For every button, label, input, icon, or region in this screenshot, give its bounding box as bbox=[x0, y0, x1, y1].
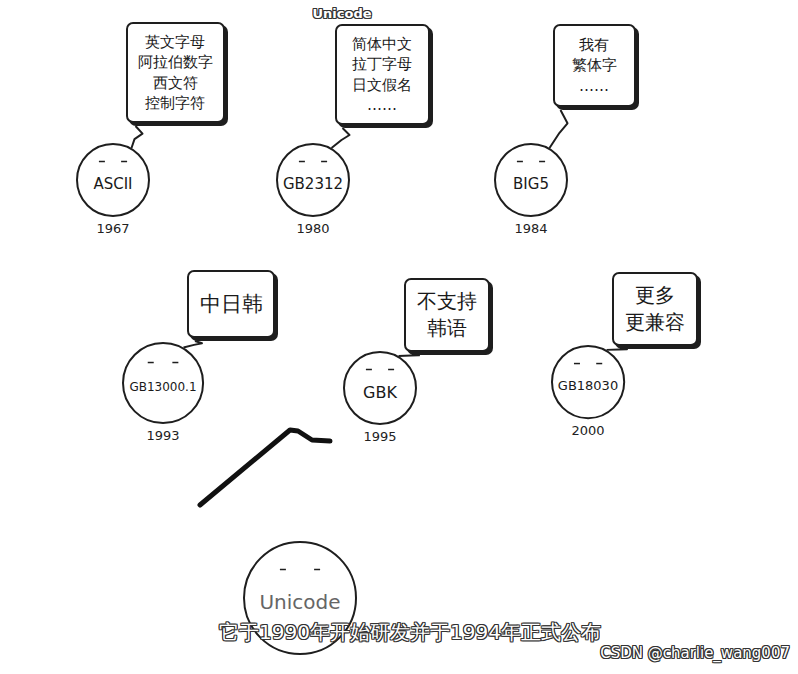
eye bbox=[321, 161, 327, 163]
year-label: 1993 bbox=[146, 428, 179, 443]
eye bbox=[596, 363, 602, 365]
speech-tail bbox=[550, 110, 568, 148]
eye bbox=[172, 362, 178, 364]
eye bbox=[121, 161, 127, 163]
speech-tail bbox=[332, 128, 350, 148]
eye bbox=[388, 369, 394, 371]
encoding-name: GBK bbox=[363, 383, 397, 402]
bubble-text: 简体中文 拉丁字母 日文假名 …… bbox=[352, 34, 412, 115]
watermark: CSDN @charlie_wang007 bbox=[600, 644, 790, 662]
year-label: 1984 bbox=[514, 221, 547, 236]
subtitle-caption: 它于1990年开始研发并于1994年正式公布 bbox=[219, 619, 601, 646]
speech-tail bbox=[607, 348, 627, 351]
head-circle bbox=[123, 343, 203, 423]
speech-bubble: 更多 更兼容 bbox=[612, 272, 698, 346]
head-circle bbox=[277, 144, 349, 216]
speech-bubble: 简体中文 拉丁字母 日文假名 …… bbox=[335, 24, 430, 125]
character-circle: ASCII1967 bbox=[76, 143, 150, 217]
speech-bubble: 英文字母 阿拉伯数字 西文符 控制字符 bbox=[126, 22, 225, 123]
encoding-name: GB13000.1 bbox=[129, 380, 196, 394]
character-circle: GB180302000 bbox=[551, 345, 625, 419]
eye bbox=[299, 161, 305, 163]
head-circle bbox=[552, 346, 624, 418]
encoding-name: Unicode bbox=[259, 590, 340, 614]
bubble-text: 不支持 韩语 bbox=[417, 288, 477, 342]
eye bbox=[366, 369, 372, 371]
eye bbox=[99, 161, 105, 163]
speech-bubble: 中日韩 bbox=[187, 270, 275, 338]
head-circle bbox=[344, 352, 416, 424]
year-label: 1967 bbox=[96, 221, 129, 236]
encoding-name: GB18030 bbox=[558, 378, 618, 393]
encoding-name: GB2312 bbox=[283, 175, 343, 193]
eye bbox=[314, 569, 320, 571]
year-label: 1995 bbox=[363, 429, 396, 444]
title: Unicode bbox=[312, 6, 371, 21]
year-label: 2000 bbox=[571, 423, 604, 438]
speech-tail bbox=[132, 126, 143, 148]
speech-bubble: 我有 繁体字 …… bbox=[553, 24, 636, 107]
encoding-name: ASCII bbox=[93, 175, 132, 193]
character-circle: GB23121980 bbox=[276, 143, 350, 217]
head-circle bbox=[495, 144, 567, 216]
speech-bubble: 不支持 韩语 bbox=[404, 278, 490, 352]
character-circle: GB13000.11993 bbox=[122, 342, 204, 424]
encoding-name: BIG5 bbox=[513, 175, 549, 193]
eye bbox=[280, 569, 286, 571]
bubble-text: 更多 更兼容 bbox=[625, 282, 685, 336]
eye bbox=[148, 362, 154, 364]
bubble-text: 英文字母 阿拉伯数字 西文符 控制字符 bbox=[138, 32, 213, 113]
bubble-text: 我有 繁体字 …… bbox=[572, 35, 617, 96]
year-label: 1980 bbox=[296, 221, 329, 236]
bubble-text: 中日韩 bbox=[200, 290, 263, 318]
speech-tail bbox=[399, 354, 420, 357]
eye bbox=[517, 161, 523, 163]
arm-stroke bbox=[200, 430, 330, 505]
eye bbox=[574, 363, 580, 365]
character-circle: BIG51984 bbox=[494, 143, 568, 217]
speech-tail bbox=[184, 341, 202, 347]
eye bbox=[539, 161, 545, 163]
head-circle bbox=[77, 144, 149, 216]
character-circle: GBK1995 bbox=[343, 351, 417, 425]
